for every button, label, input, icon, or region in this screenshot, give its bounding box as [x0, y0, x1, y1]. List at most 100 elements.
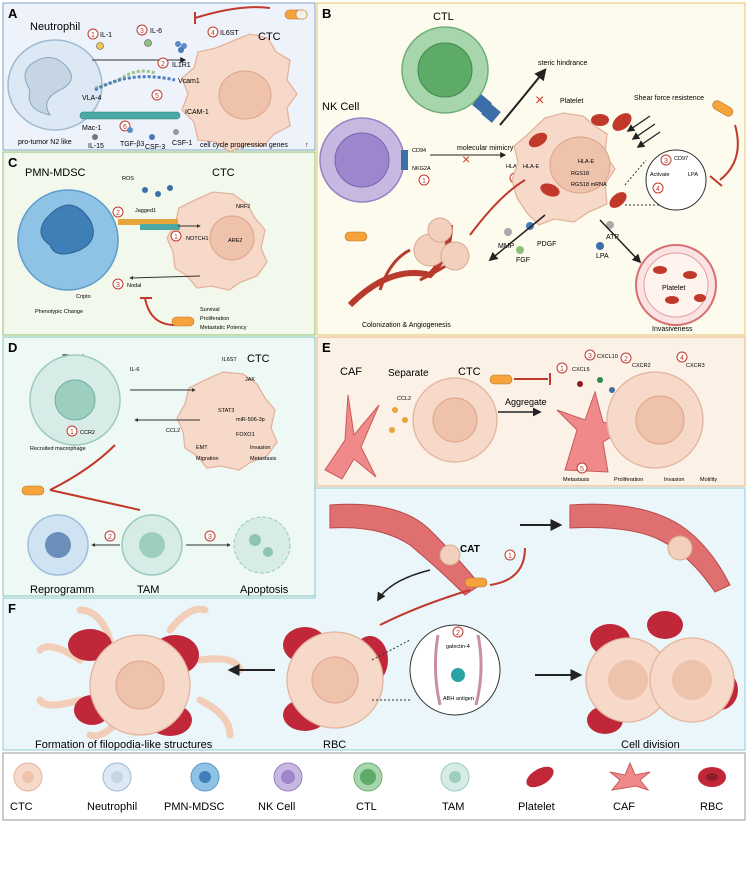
- d-drug-pill: [21, 485, 45, 496]
- legend-tam-label: TAM: [442, 801, 464, 813]
- a-num-6: 6: [123, 124, 127, 131]
- e-num-5: 5: [580, 466, 584, 473]
- b-nkg2a: NKG2A: [412, 166, 431, 172]
- c-jagged1: Jagged1: [135, 208, 156, 214]
- a-vcam1: Vcam1: [178, 78, 200, 85]
- b-nk-label: NK Cell: [322, 101, 359, 113]
- legend-pmn-label: PMN-MDSC: [164, 801, 225, 813]
- b-hlae-3: HLA-E: [523, 164, 540, 170]
- d-jak: JAK: [245, 377, 255, 383]
- b-drug-pill-1: [712, 100, 734, 117]
- e-motility: Motility: [700, 477, 717, 483]
- e-caf-cell: [324, 394, 380, 480]
- a-ctc-label: CTC: [258, 31, 281, 43]
- a-il1r1: IL1R1: [172, 62, 191, 69]
- c-num-2: 2: [116, 210, 120, 217]
- e-separate: Separate: [388, 368, 429, 379]
- legend-ctl-label: CTL: [356, 801, 377, 813]
- f-vessel-1: [329, 503, 481, 596]
- b-hlae: HLA-E: [506, 164, 523, 170]
- legend-pmn: PMN-MDSC: [164, 762, 225, 813]
- b-lpa-receptor: LPA: [688, 172, 698, 178]
- c-ctc-label: CTC: [212, 167, 235, 179]
- b-cross-2: ×: [462, 151, 470, 167]
- c-are2: ARE2: [228, 238, 242, 244]
- f-drug-pill: [464, 577, 488, 588]
- e-num-4: 4: [680, 355, 684, 362]
- legend: CTC Neutrophil PMN-MDSC NK Cell CTL TAM …: [10, 761, 726, 813]
- b-nk-nucleus: [334, 132, 390, 188]
- f-num-1: 1: [508, 553, 512, 560]
- b-cd94: CD94: [412, 148, 426, 154]
- b-colonization-img: [347, 217, 470, 308]
- a-csf3: CSF-3: [145, 144, 165, 151]
- e-num-1: 1: [560, 366, 564, 373]
- e-caf-label: CAF: [340, 366, 362, 378]
- d-migration: Migration: [196, 456, 219, 462]
- legend-nk: NK Cell: [258, 762, 303, 813]
- legend-platelet: Platelet: [518, 766, 555, 813]
- b-cross-1: ×: [535, 92, 544, 109]
- f-division-cell: [585, 611, 738, 734]
- f-rbc-label: RBC: [323, 739, 346, 751]
- a-ctc-nucleus: [218, 70, 272, 120]
- c-pmn-label: PMN-MDSC: [25, 167, 86, 179]
- b-lpa: LPA: [596, 253, 609, 260]
- d-mir: miR-506-3p: [236, 417, 265, 423]
- a-num-4: 4: [211, 30, 215, 37]
- d-il6st: IL6ST: [222, 357, 237, 363]
- f-vessel-2: [569, 503, 731, 593]
- f-filopodia-cell: [36, 605, 244, 740]
- e-cxcl5: CXCL5: [572, 367, 590, 373]
- b-num-3: 3: [664, 158, 668, 165]
- d-apoptosis: Apoptosis: [240, 584, 289, 596]
- panel-c: PMN-MDSC CTC ROS NRF2 Jagged1 2 NOTCH1 1…: [17, 167, 268, 331]
- a-inhibit-line: [194, 6, 271, 19]
- d-apoptosis-cell: [233, 516, 291, 574]
- d-ccl2: CCL2: [166, 428, 180, 434]
- e-cxcr2: CXCR2: [632, 363, 651, 369]
- c-phenotypic-change: Phenotypic Change: [35, 309, 83, 315]
- a-csf1: CSF-1: [172, 140, 192, 147]
- b-fgf: FGF: [516, 257, 530, 264]
- d-ctc-label: CTC: [247, 353, 270, 365]
- a-neutrophil-nucleus: [24, 57, 72, 116]
- d-emt: EMT: [196, 445, 208, 451]
- e-num-2: 2: [624, 356, 628, 363]
- legend-ctc: CTC: [10, 762, 43, 813]
- a-mac1: Mac-1: [82, 125, 102, 132]
- b-ctl-nucleus: [417, 42, 473, 98]
- f-cat-label: CAT: [460, 544, 480, 555]
- a-ccp-label: cell cycle progression genes: [200, 142, 288, 149]
- a-num-1: 1: [91, 32, 95, 39]
- a-num-3: 3: [140, 28, 144, 35]
- f-division-label: Cell division: [621, 739, 680, 751]
- b-zoom-circle: [645, 149, 707, 211]
- c-notch1: NOTCH1: [186, 236, 209, 242]
- a-up-arrow: ↑: [305, 142, 309, 149]
- e-proliferation: Proliferation: [614, 477, 643, 483]
- panel-d-letter: D: [8, 340, 17, 355]
- a-il6st: IL6ST: [220, 30, 239, 37]
- panel-e-letter: E: [322, 340, 331, 355]
- legend-rbc-label: RBC: [700, 801, 723, 813]
- b-atp: ATP: [606, 234, 619, 241]
- legend-tam: TAM: [440, 762, 470, 813]
- a-il15: IL-15: [88, 143, 104, 150]
- panel-d: TAM CTC IL-6 IL6ST JAK STAT3 miR-506-3p …: [21, 353, 291, 596]
- b-mimicry-label: molecular mimicry: [457, 145, 514, 152]
- b-num-4: 4: [656, 186, 660, 193]
- d-num-2: 2: [108, 534, 112, 541]
- d-foxo1: FOXO1: [236, 432, 255, 438]
- legend-caf-label: CAF: [613, 801, 635, 813]
- b-rgs18: RGS18: [571, 171, 589, 177]
- e-invasion: Invasion: [664, 477, 685, 483]
- legend-neutrophil: Neutrophil: [87, 762, 137, 813]
- e-num-3: 3: [588, 353, 592, 360]
- c-ros: ROS: [122, 176, 134, 182]
- d-num-3: 3: [208, 534, 212, 541]
- legend-ctl: CTL: [353, 762, 383, 813]
- d-recruited: Recruited macrophage: [30, 446, 86, 452]
- b-shear-label: Shear force resistence: [634, 95, 704, 102]
- b-cd97: CD97: [674, 156, 688, 162]
